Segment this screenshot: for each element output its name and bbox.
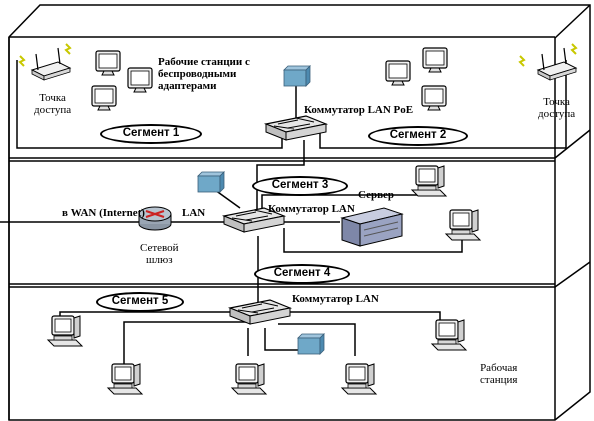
floor3-workstation-4 bbox=[341, 363, 377, 395]
building bbox=[8, 4, 591, 421]
switch-lan-1-label: Коммутатор LAN bbox=[268, 203, 355, 215]
switch-poe-label: Коммутатор LAN PoE bbox=[304, 104, 414, 116]
wireless-workstation-6 bbox=[421, 85, 447, 111]
workstation-label-line-2: станция bbox=[480, 374, 518, 386]
workstations-wireless-label-line-2: беспроводными bbox=[158, 68, 237, 80]
access-point-left-label: Точка доступа bbox=[34, 92, 71, 116]
gateway-label-line-2: шлюз bbox=[146, 254, 173, 266]
floor3-workstation-2 bbox=[107, 363, 143, 395]
floor3-workstation-5 bbox=[431, 319, 467, 351]
poe-powered-device-icon bbox=[283, 65, 311, 87]
floor2-workstation-2 bbox=[445, 209, 481, 241]
lan-label: LAN bbox=[182, 207, 206, 219]
wireless-workstation-2 bbox=[127, 67, 153, 93]
wireless-workstation-1 bbox=[95, 50, 121, 76]
wan-label: в WAN (Internet) bbox=[62, 207, 145, 219]
workstations-wireless-label-line-3: адаптерами bbox=[158, 80, 217, 92]
floor2-workstation-1 bbox=[411, 165, 447, 197]
wireless-workstation-3 bbox=[91, 85, 117, 111]
wireless-signal-left-icon bbox=[18, 43, 72, 67]
workstation-label-line-1: Рабочая bbox=[480, 362, 518, 374]
access-point-right-label: Точка доступа bbox=[538, 96, 575, 120]
wireless-workstation-5 bbox=[422, 47, 448, 73]
cables bbox=[0, 60, 567, 370]
segment-4-badge: Сегмент 4 bbox=[254, 264, 350, 284]
floor3-workstation-3 bbox=[231, 363, 267, 395]
access-point-right-label-line-2: доступа bbox=[538, 108, 576, 120]
gateway-label-line-1: Сетевой bbox=[140, 242, 179, 254]
segment-2-badge: Сегмент 2 bbox=[368, 126, 468, 146]
floor3-device-icon bbox=[297, 333, 325, 355]
workstations-wireless-label-line-1: Рабочие станции с bbox=[158, 56, 250, 68]
switch-lan-2-label: Коммутатор LAN bbox=[292, 293, 379, 305]
workstation-label: Рабочая станция bbox=[480, 362, 517, 386]
workstations-wireless-label: Рабочие станции с беспроводными адаптера… bbox=[158, 56, 250, 92]
access-point-left-label-line-2: доступа bbox=[34, 104, 72, 116]
access-point-left-label-line-1: Точка bbox=[39, 92, 66, 104]
gateway-label: Сетевой шлюз bbox=[140, 242, 179, 266]
router-icon bbox=[138, 206, 172, 231]
wireless-workstation-4 bbox=[385, 60, 411, 86]
lan-device-icon bbox=[197, 171, 225, 193]
segment-5-badge: Сегмент 5 bbox=[96, 292, 184, 312]
wireless-signal-right-icon bbox=[518, 43, 578, 67]
floor3-workstation-1 bbox=[47, 315, 83, 347]
access-point-right-label-line-1: Точка bbox=[543, 96, 570, 108]
server-label: Сервер bbox=[358, 189, 395, 201]
server-icon bbox=[340, 207, 404, 247]
segment-1-badge: Сегмент 1 bbox=[100, 124, 202, 144]
segment-3-badge: Сегмент 3 bbox=[252, 176, 348, 196]
